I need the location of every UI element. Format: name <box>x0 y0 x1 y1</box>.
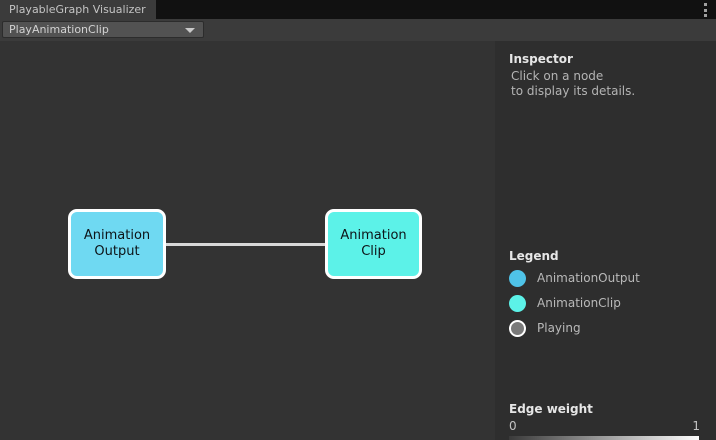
window-tab-bar: PlayableGraph Visualizer <box>0 0 716 19</box>
node-label: Animation Clip <box>340 228 407 259</box>
inspector-title: Inspector <box>509 52 573 66</box>
legend-swatch-icon <box>509 269 526 287</box>
inspector-panel: Inspector Click on a node to display its… <box>495 41 716 440</box>
chevron-down-icon <box>185 28 195 33</box>
edge-weight-gradient-bar <box>509 436 699 440</box>
inspector-hint: Click on a node to display its details. <box>511 69 636 98</box>
toolbar: PlayAnimationClip <box>0 19 716 41</box>
edge-weight-title: Edge weight <box>509 402 593 416</box>
graph-canvas[interactable]: Animation Output Animation Clip <box>0 41 495 440</box>
legend-swatch-icon <box>509 319 526 337</box>
legend-item-animationoutput: AnimationOutput <box>509 269 640 287</box>
legend-item-animationclip: AnimationClip <box>509 294 621 312</box>
kebab-dot <box>703 14 707 17</box>
node-label: Animation Output <box>83 228 151 259</box>
legend-item-label: AnimationOutput <box>537 271 640 285</box>
edge-weight-max-label: 1 <box>692 419 700 433</box>
graph-node-animation-clip[interactable]: Animation Clip <box>325 209 422 279</box>
legend-item-label: Playing <box>537 321 581 335</box>
edge-weight-min-label: 0 <box>509 419 517 433</box>
kebab-dot <box>703 8 707 12</box>
graph-node-animation-output[interactable]: Animation Output <box>68 209 166 279</box>
graph-selector-value: PlayAnimationClip <box>9 23 109 36</box>
legend-item-playing: Playing <box>509 319 581 337</box>
tab-playablegraph-visualizer[interactable]: PlayableGraph Visualizer <box>0 0 156 19</box>
legend-swatch-icon <box>509 294 526 312</box>
kebab-menu-icon[interactable] <box>703 3 707 17</box>
graph-selector-dropdown[interactable]: PlayAnimationClip <box>2 21 204 38</box>
legend-item-label: AnimationClip <box>537 296 621 310</box>
kebab-dot <box>703 3 707 6</box>
graph-edge[interactable] <box>166 243 325 246</box>
legend-title: Legend <box>509 249 559 263</box>
